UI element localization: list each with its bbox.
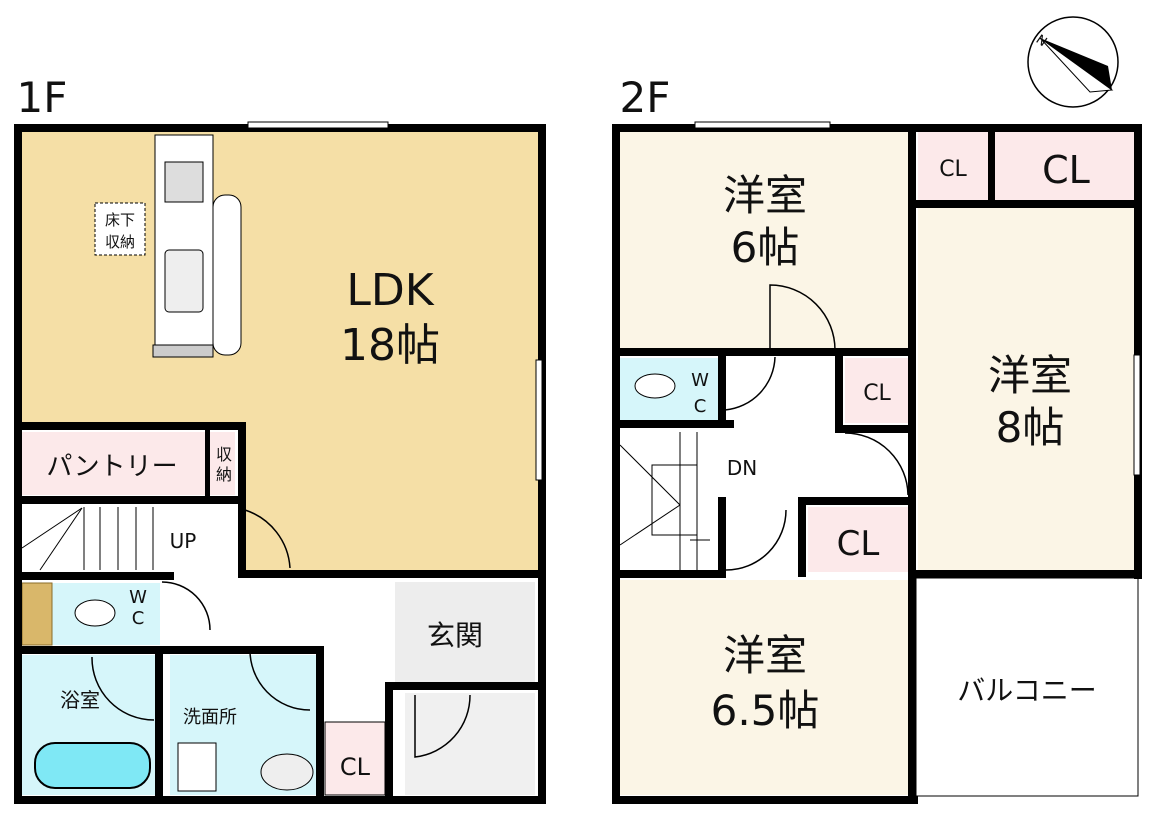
stairs-up-label: UP	[170, 529, 197, 553]
western-room-6	[620, 132, 910, 352]
western-room-6-5-size: 6.5帖	[711, 686, 820, 735]
closet-lower-label: CL	[837, 524, 880, 564]
washroom-label: 洗面所	[183, 707, 237, 728]
door-room-6[interactable]	[769, 284, 836, 351]
pantry-label: パントリー	[46, 452, 177, 482]
bathtub-icon	[34, 742, 151, 789]
front-door[interactable]	[414, 694, 471, 758]
storage-label: 納	[216, 465, 232, 484]
closet-small	[918, 132, 988, 200]
balcony-label: バルコニー	[957, 674, 1096, 707]
sink-icon	[164, 249, 204, 313]
wc-2f-label: W	[691, 370, 709, 391]
window-2f-right	[1133, 354, 1141, 476]
door-room-8[interactable]	[844, 432, 909, 496]
stairs-dn-label: DN	[727, 456, 757, 480]
entrance-label: 玄関	[427, 619, 483, 652]
floor1-label: 1F	[17, 73, 68, 122]
washing-machine-icon	[177, 742, 217, 792]
window-1f-top	[247, 121, 389, 129]
wc-shelf	[21, 582, 53, 646]
western-room-8-label: 洋室	[988, 351, 1072, 400]
washbasin-icon	[260, 753, 314, 791]
western-room-6-size: 6帖	[731, 223, 800, 272]
door-washroom[interactable]	[249, 647, 311, 711]
compass-icon: N	[1027, 16, 1119, 108]
floor2-label: 2F	[620, 73, 671, 122]
stove-icon	[164, 161, 204, 203]
underfloor-storage-label: 収納	[105, 233, 135, 251]
door-wc[interactable]	[161, 581, 211, 631]
western-room-8	[918, 208, 1138, 575]
door-wc-2f[interactable]	[724, 356, 776, 411]
western-room-6-5-label: 洋室	[723, 631, 807, 680]
closet-lower	[808, 507, 908, 572]
closet-mid	[845, 358, 908, 423]
wc-label: C	[132, 608, 145, 629]
kitchen-end	[152, 344, 214, 358]
underfloor-storage	[94, 202, 146, 256]
toilet-icon	[634, 373, 676, 399]
ldk-label: LDK	[346, 265, 434, 316]
storage-label: 収	[216, 445, 232, 464]
closet-mid-label: CL	[863, 381, 891, 406]
door-ldk[interactable]	[244, 509, 291, 569]
western-room-6-5	[620, 580, 910, 795]
bath-label: 浴室	[60, 688, 100, 712]
closet-label: CL	[340, 753, 371, 781]
ldk-area	[20, 130, 540, 575]
toilet-icon	[74, 599, 116, 627]
wc-2f-label: C	[694, 396, 707, 417]
western-room-6-label: 洋室	[723, 171, 807, 220]
entrance	[395, 582, 535, 682]
wc-label: W	[129, 587, 147, 608]
window-2f-top	[694, 121, 831, 129]
pantry	[20, 432, 205, 495]
balcony	[915, 577, 1139, 797]
closet-small-label: CL	[939, 157, 967, 182]
stairs-2f	[619, 432, 710, 570]
closet-large-label: CL	[1042, 148, 1090, 192]
storage	[210, 432, 235, 495]
western-room-8-size: 8帖	[996, 403, 1065, 452]
walls-2f	[612, 124, 1142, 804]
closet-1f	[324, 721, 386, 796]
door-bath[interactable]	[91, 656, 155, 721]
underfloor-storage-label: 床下	[105, 211, 135, 229]
door-room-6-5[interactable]	[725, 509, 787, 571]
kitchen-island	[212, 194, 242, 356]
stairs-1f	[21, 507, 154, 571]
ldk-size: 18帖	[340, 320, 440, 371]
entrance-storage	[405, 693, 535, 795]
closet-large	[995, 132, 1137, 200]
window-1f-right	[535, 359, 543, 481]
